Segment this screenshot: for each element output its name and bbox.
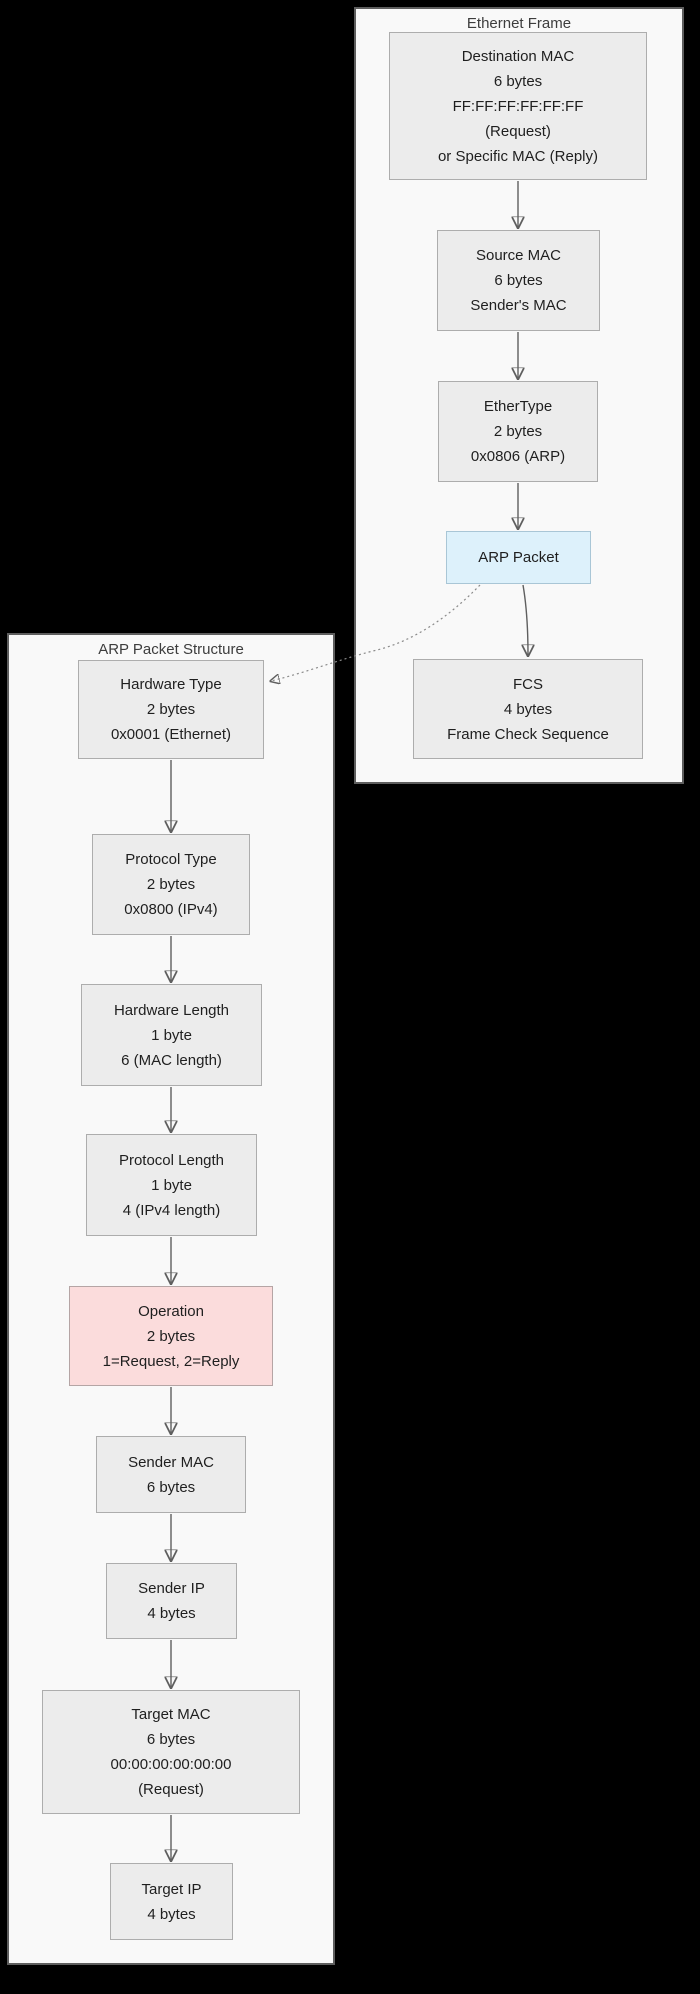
node-line: 0x0800 (IPv4) — [124, 901, 218, 918]
node-source-mac: Source MAC 6 bytes Sender's MAC — [437, 230, 600, 331]
node-line: Protocol Type — [125, 851, 217, 868]
node-line: 00:00:00:00:00:00 — [110, 1756, 232, 1773]
node-target-mac: Target MAC 6 bytes 00:00:00:00:00:00 (Re… — [42, 1690, 300, 1814]
node-line: 4 (IPv4 length) — [122, 1201, 221, 1219]
arp-packet-structure-group-title: ARP Packet Structure — [98, 641, 244, 658]
node-line: Sender's MAC — [470, 297, 567, 314]
node-line: 2 bytes — [146, 1327, 196, 1345]
node-line: 0x0806 (ARP) — [470, 448, 566, 465]
node-line: Hardware Length — [113, 1001, 230, 1019]
node-arp-packet: ARP Packet — [446, 531, 591, 584]
node-line: 4 bytes — [147, 1905, 196, 1923]
node-line: 2 bytes — [146, 876, 196, 893]
node-line: FCS — [513, 675, 543, 693]
node-line: Operation — [138, 1302, 204, 1320]
node-line: Destination MAC — [461, 47, 575, 65]
node-line: Hardware Type — [120, 676, 222, 693]
node-sender-mac: Sender MAC 6 bytes — [96, 1436, 246, 1513]
node-fcs: FCS 4 bytes Frame Check Sequence — [413, 659, 643, 759]
node-line: Source MAC — [475, 247, 562, 264]
arrow-arp-packet-to-fcs — [523, 584, 528, 655]
node-sender-ip: Sender IP 4 bytes — [106, 1563, 237, 1639]
node-line: (Request) — [138, 1781, 204, 1798]
node-line: 0x0001 (Ethernet) — [110, 726, 232, 743]
node-line: or Specific MAC (Reply) — [437, 147, 599, 165]
node-line: Target MAC — [131, 1706, 211, 1723]
node-line: Target IP — [141, 1880, 202, 1898]
node-line: Protocol Length — [118, 1151, 225, 1169]
node-operation: Operation 2 bytes 1=Request, 2=Reply — [69, 1286, 273, 1386]
node-line: 6 bytes — [146, 1731, 196, 1748]
node-line: FF:FF:FF:FF:FF:FF — [452, 97, 584, 115]
node-line: 6 bytes — [494, 272, 543, 289]
node-ethertype: EtherType 2 bytes 0x0806 (ARP) — [438, 381, 598, 482]
node-line: 2 bytes — [493, 423, 543, 440]
node-hardware-type: Hardware Type 2 bytes 0x0001 (Ethernet) — [78, 660, 264, 759]
node-line: 4 bytes — [147, 1605, 196, 1622]
node-hardware-length: Hardware Length 1 byte 6 (MAC length) — [81, 984, 262, 1086]
node-destination-mac: Destination MAC 6 bytes FF:FF:FF:FF:FF:F… — [389, 32, 647, 180]
node-line: Sender MAC — [128, 1453, 214, 1471]
node-line: 1 byte — [151, 1176, 192, 1194]
node-target-ip: Target IP 4 bytes — [110, 1863, 233, 1940]
ethernet-frame-group-title: Ethernet Frame — [466, 15, 572, 32]
node-line: 4 bytes — [503, 700, 553, 718]
node-line: ARP Packet — [478, 549, 559, 566]
node-line: Frame Check Sequence — [447, 725, 609, 743]
node-line: 6 (MAC length) — [121, 1051, 222, 1069]
node-line: EtherType — [483, 398, 553, 415]
node-protocol-type: Protocol Type 2 bytes 0x0800 (IPv4) — [92, 834, 250, 935]
node-line: 1 byte — [151, 1026, 192, 1044]
node-line: 6 bytes — [146, 1478, 196, 1496]
node-protocol-length: Protocol Length 1 byte 4 (IPv4 length) — [86, 1134, 257, 1236]
node-line: 2 bytes — [146, 701, 196, 718]
node-line: Sender IP — [138, 1580, 205, 1597]
node-line: 1=Request, 2=Reply — [102, 1352, 240, 1370]
node-line: 6 bytes — [493, 72, 543, 90]
node-line: (Request) — [485, 122, 551, 140]
